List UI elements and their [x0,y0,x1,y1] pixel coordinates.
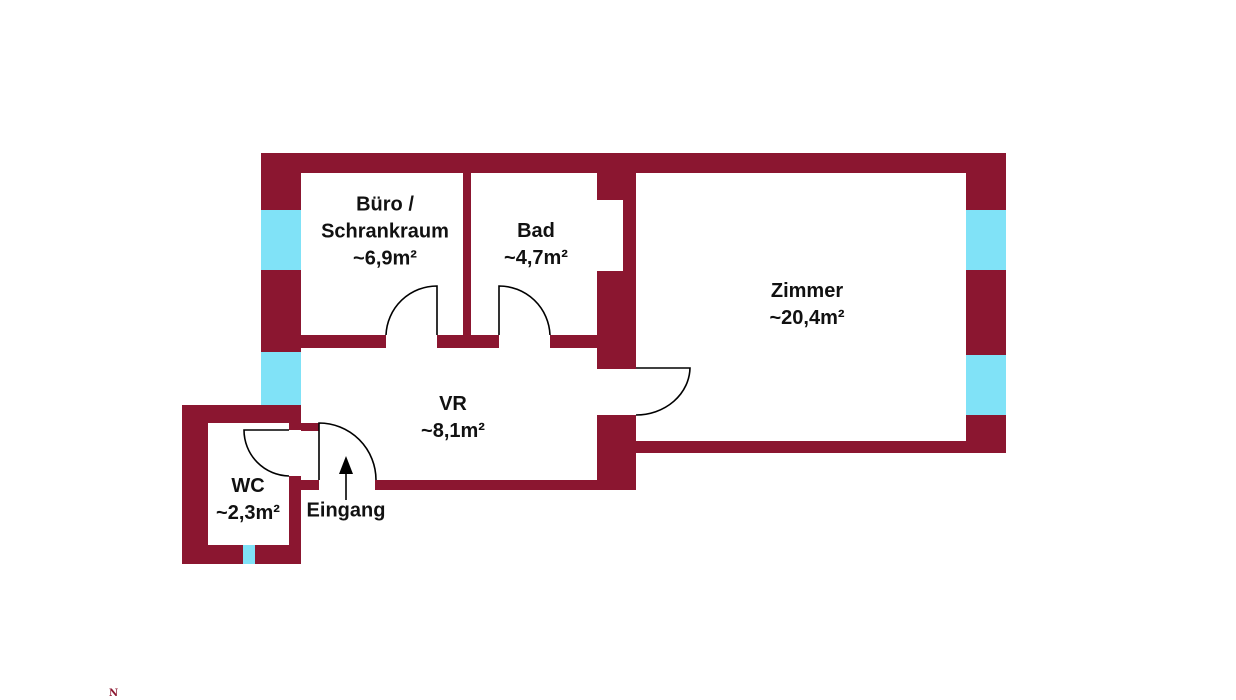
entrance-label: Eingang [307,498,386,525]
room-name-buero-line2: Schrankraum [321,220,449,243]
room-name-zimmer: Zimmer [770,280,844,302]
arrow-head [339,456,353,474]
wall-buero-bottom-a [301,335,386,348]
room-area-buero: ~6,9m² [353,247,417,270]
wall-zimmer-left-lower [597,415,636,490]
wc-wall-left [182,405,208,564]
windows [243,210,1006,564]
door-zimmer [635,367,691,416]
wall-bad-bottom [550,335,597,348]
window-buero [261,210,301,270]
wc-wall-right-upper [289,405,301,430]
wall-vr-bottom [375,480,636,490]
wall-buero-bottom-b [437,335,499,348]
room-label-vr: VR ~8,1m² [421,391,485,445]
room-label-buero: Büro / Schrankraum ~6,9m² [321,192,449,273]
wc-wall-top [182,405,301,423]
doors [243,285,691,481]
room-area-vr: ~8,1m² [421,420,485,442]
window-vr [261,352,301,405]
room-area-zimmer: ~20,4m² [769,307,845,329]
room-name-buero: Büro / [356,193,414,216]
bad-notch [597,200,623,271]
room-label-wc: WC ~2,3m² [216,473,280,527]
wall-entrance-stub [301,423,319,431]
door-buero [385,285,438,336]
wall-wc-entrance [289,480,319,490]
door-wc [243,429,290,477]
room-area-wc: ~2,3m² [216,502,280,524]
entrance-text: Eingang [306,499,386,522]
window-zimmer-lower [966,355,1006,415]
door-entrance [318,422,377,481]
wall-zimmer-bottom [636,441,1006,453]
wall-buero-bad [463,153,471,348]
wc-wall-right-lower [289,476,301,564]
room-name-wc: WC [231,475,265,497]
wc-wall-bottom [182,545,301,564]
room-name-bad: Bad [517,220,555,242]
arrow-up-icon [339,456,353,500]
room-label-zimmer: Zimmer ~20,4m² [769,278,844,332]
door-bad [498,285,551,336]
compass-north-label: N [109,688,119,699]
window-zimmer-upper [966,210,1006,270]
room-label-bad: Bad ~4,7m² [504,218,568,272]
room-area-bad: ~4,7m² [504,247,568,269]
room-name-vr: VR [439,393,467,415]
window-wc [243,545,255,564]
